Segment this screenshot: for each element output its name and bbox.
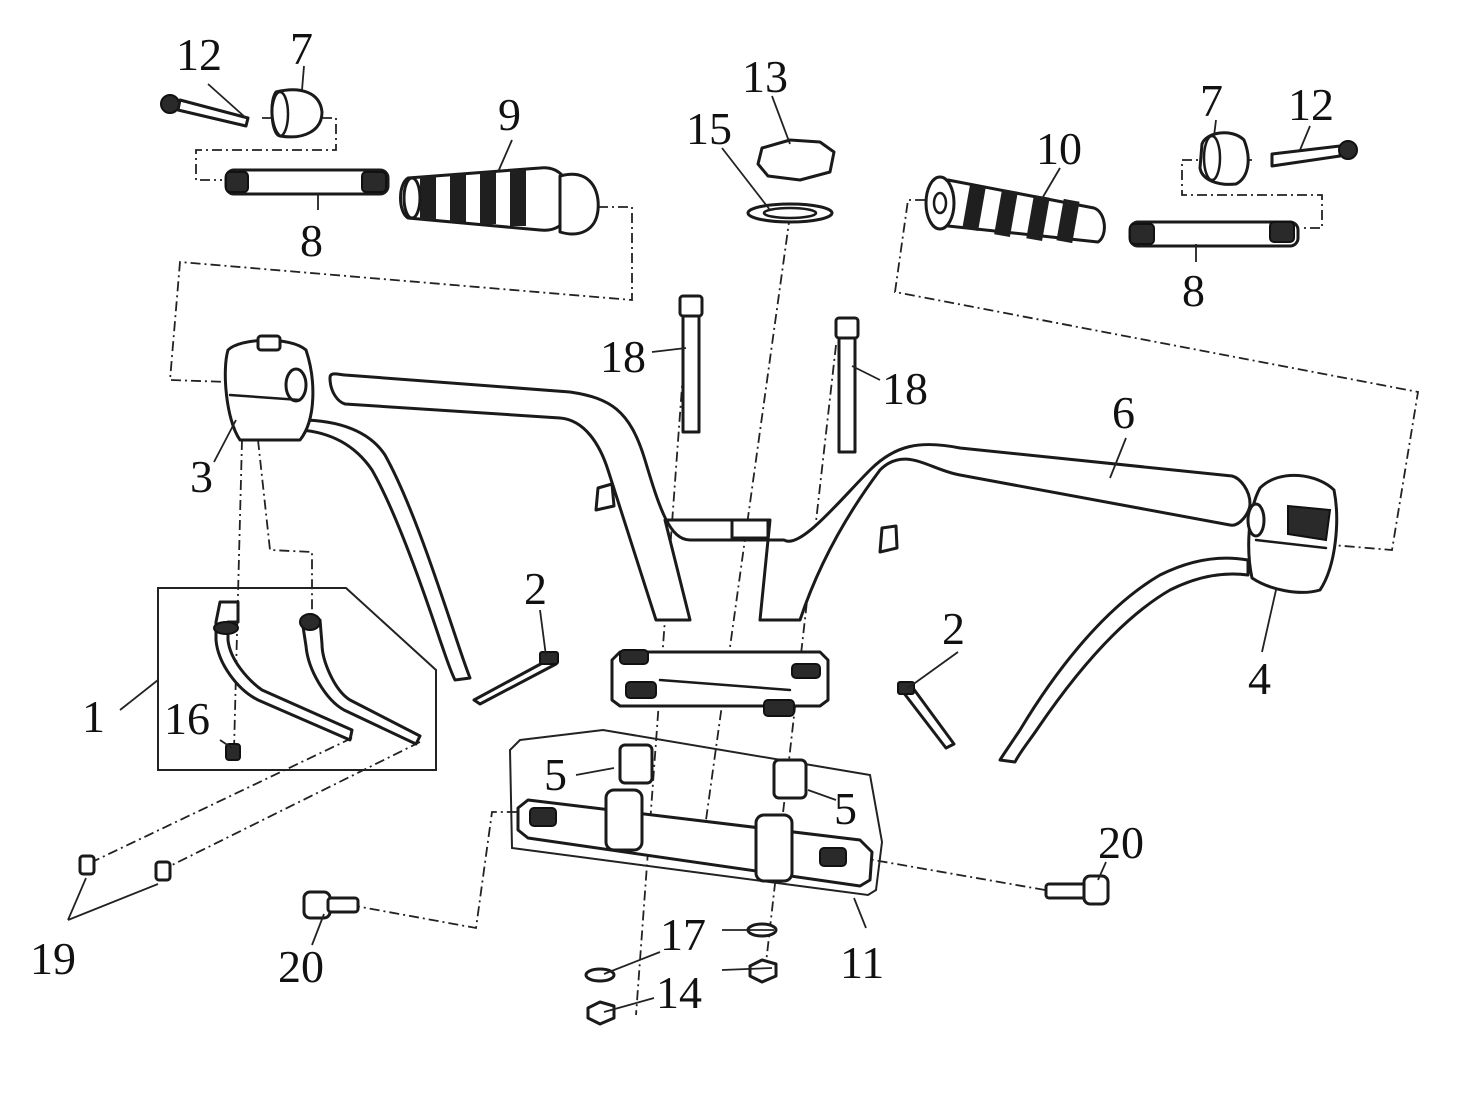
callout-numbers: 12 7 8 9 13 15 10 7 12 8 18 18 6 3 4 2 2… xyxy=(30,23,1334,1018)
grip-9-left xyxy=(399,166,600,236)
callout-17: 17 xyxy=(660,909,706,960)
callout-2-right: 2 xyxy=(942,603,965,654)
weight-rod-8-left xyxy=(224,168,390,196)
callout-8-right: 8 xyxy=(1182,265,1205,316)
end-bolt-12-right xyxy=(1270,140,1358,168)
callout-10: 10 xyxy=(1036,123,1082,174)
callout-19: 19 xyxy=(30,933,76,984)
screw-16 xyxy=(225,743,241,761)
left-switch-3 xyxy=(223,334,315,442)
callout-1: 1 xyxy=(82,691,105,742)
upper-clamp xyxy=(610,649,830,717)
nut-14-right xyxy=(748,958,778,984)
right-switch-4 xyxy=(1246,473,1339,594)
callout-16: 16 xyxy=(164,693,210,744)
callout-20-right: 20 xyxy=(1098,817,1144,868)
callout-2-left: 2 xyxy=(524,563,547,614)
callout-8-left: 8 xyxy=(300,215,323,266)
bolt-18-right xyxy=(834,316,860,454)
callout-14: 14 xyxy=(656,967,702,1018)
callout-5-left: 5 xyxy=(544,749,567,800)
bolt-18-left xyxy=(678,294,704,434)
nut-14-left xyxy=(586,1000,616,1026)
callout-19-arrow-b xyxy=(67,883,159,921)
cable-end-19b xyxy=(154,860,172,882)
callout-15: 15 xyxy=(686,103,732,154)
callout-4: 4 xyxy=(1248,653,1271,704)
callout-7-right: 7 xyxy=(1200,75,1223,126)
grip-10-right xyxy=(924,175,1106,244)
handlebar-tube xyxy=(298,372,1252,764)
callout-12-right: 12 xyxy=(1288,79,1334,130)
bolt-20-right xyxy=(1044,874,1110,906)
cable-assembly-1 xyxy=(157,587,437,771)
cable-end-19a xyxy=(78,854,96,876)
callout-13: 13 xyxy=(742,51,788,102)
callout-5-right: 5 xyxy=(834,783,857,834)
end-bolt-12-left xyxy=(160,94,250,128)
washer-15 xyxy=(746,202,834,224)
callout-20-left: 20 xyxy=(278,941,324,992)
callout-6: 6 xyxy=(1112,387,1135,438)
cable-tie-2-right xyxy=(897,681,956,750)
weight-rod-8-right xyxy=(1128,220,1300,248)
lower-clamp-assembly xyxy=(508,728,884,897)
callout-19-arrow-a xyxy=(67,877,87,921)
bar-end-7-left xyxy=(270,88,324,139)
callout-12-left: 12 xyxy=(176,29,222,80)
callout-pointers xyxy=(119,65,1311,1013)
bar-end-7-right xyxy=(1198,131,1250,186)
callout-18-left: 18 xyxy=(600,331,646,382)
callout-18-right: 18 xyxy=(882,363,928,414)
nut-13 xyxy=(756,138,836,182)
callout-9: 9 xyxy=(498,89,521,140)
bolt-20-left xyxy=(302,890,360,920)
callout-7-left: 7 xyxy=(290,23,313,74)
callout-3: 3 xyxy=(190,451,213,502)
callout-11: 11 xyxy=(840,937,884,988)
cable-tie-2-left xyxy=(472,651,559,706)
